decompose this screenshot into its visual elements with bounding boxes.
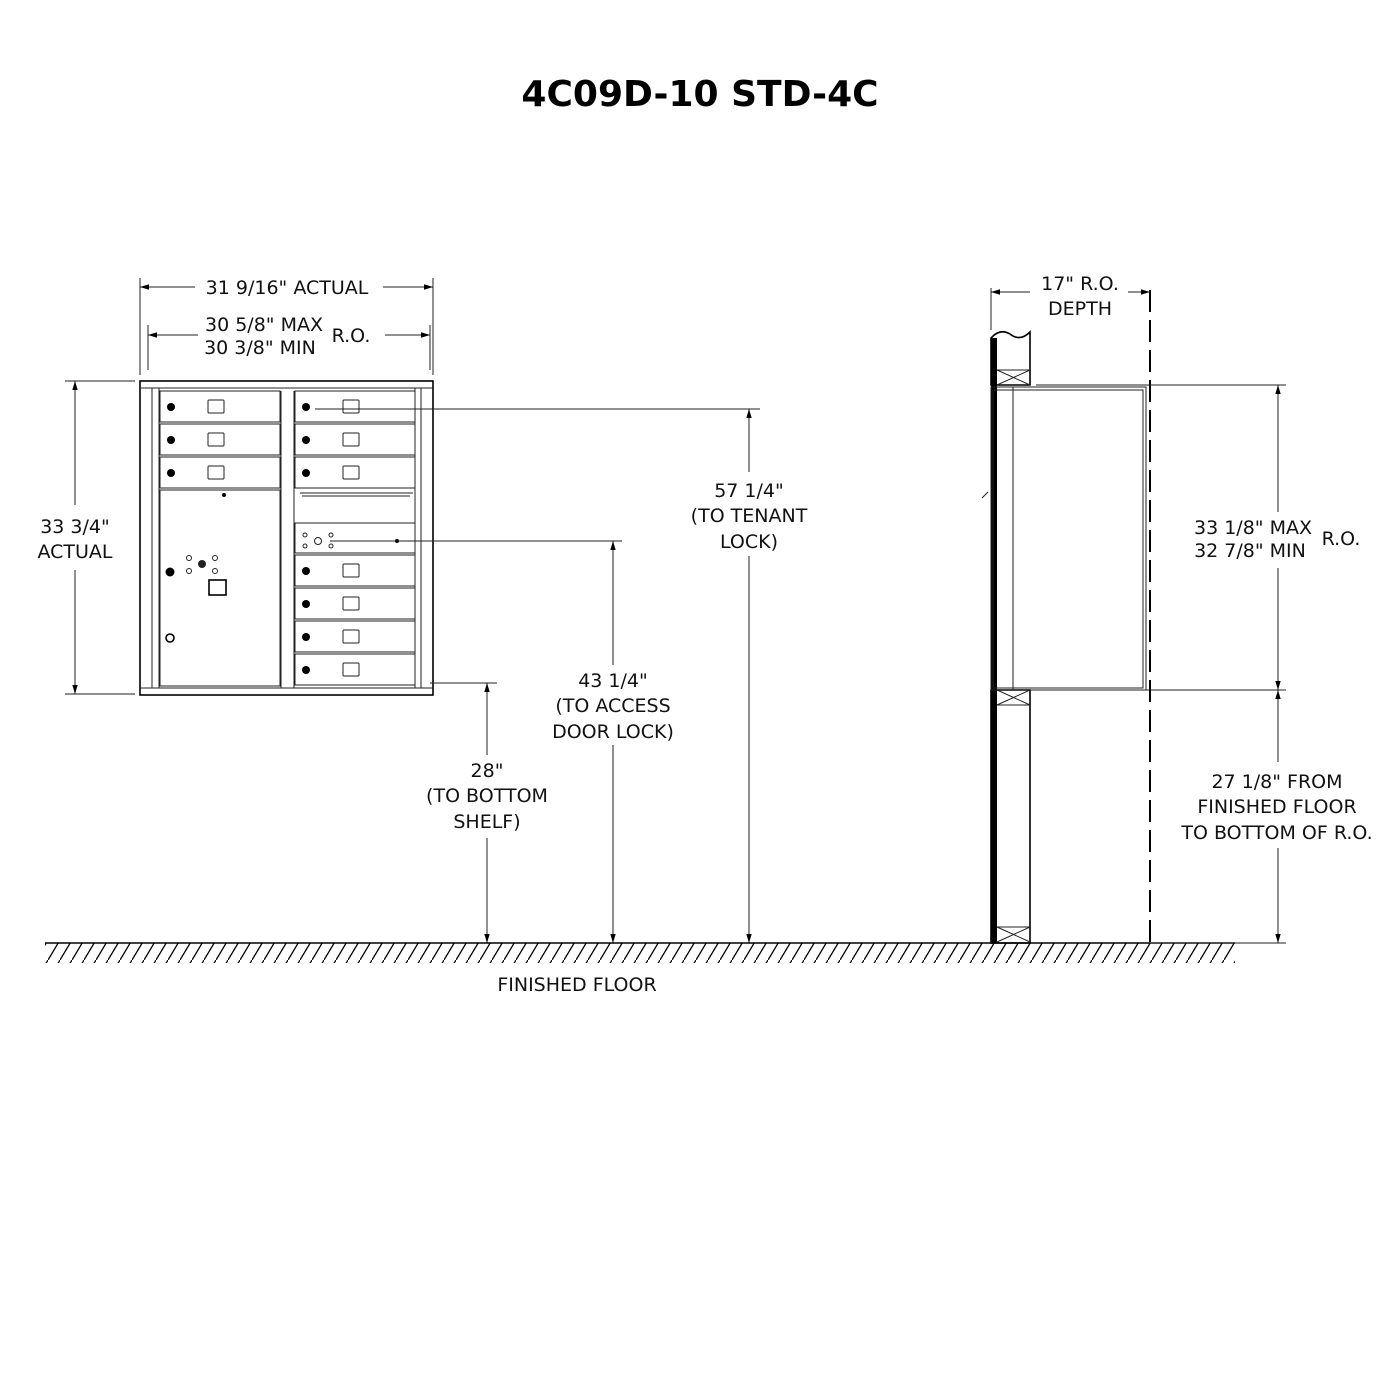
from-floor-line2: FINISHED FLOOR (1197, 796, 1356, 818)
from-floor-line3: TO BOTTOM OF R.O. (1180, 822, 1372, 844)
height-label: ACTUAL (37, 541, 112, 563)
side-ro-label: R.O. (1322, 528, 1361, 550)
ro-width-max: 30 5/8" MAX (205, 314, 323, 336)
depth-label: DEPTH (1048, 298, 1112, 320)
side-ro-max: 33 1/8" MAX (1194, 517, 1312, 539)
bottom-shelf-line2: (TO BOTTOM (426, 785, 548, 807)
tenant-doors-left (159, 390, 281, 489)
finished-floor: FINISHED FLOOR (45, 942, 1235, 996)
front-dimensions: 31 9/16" ACTUAL 30 5/8" MAX 30 3/8" MIN … (37, 277, 808, 943)
height-value: 33 3/4" (40, 516, 110, 538)
mailbox-side-view (981, 290, 1151, 944)
depth-value: 17" R.O. (1041, 273, 1119, 295)
mailbox-front-view (139, 380, 434, 696)
bottom-shelf-value: 28" (471, 760, 504, 782)
drawing-title: 4C09D-10 STD-4C (521, 74, 879, 115)
side-ro-min: 32 7/8" MIN (1194, 540, 1306, 562)
ro-width-min: 30 3/8" MIN (204, 337, 316, 359)
width-actual-label: 31 9/16" ACTUAL (206, 277, 369, 299)
parcel-door (159, 489, 281, 687)
side-dimensions: 17" R.O. DEPTH 33 1/8" MAX 32 7/8" MIN R… (990, 273, 1373, 944)
tenant-lock-line2: (TO TENANT (691, 505, 808, 527)
access-lock-value: 43 1/4" (578, 670, 648, 692)
tenant-lock-value: 57 1/4" (714, 480, 784, 502)
access-lock-line3: DOOR LOCK) (552, 721, 674, 743)
access-panel (294, 522, 416, 554)
floor-label: FINISHED FLOOR (497, 974, 656, 996)
tenant-lock-line3: LOCK) (720, 531, 778, 553)
access-lock-line2: (TO ACCESS (555, 695, 670, 717)
from-floor-line1: 27 1/8" FROM (1211, 771, 1342, 793)
tenant-doors-right (294, 390, 416, 686)
ro-width-label: R.O. (332, 325, 371, 347)
bottom-shelf-line3: SHELF) (453, 811, 520, 833)
